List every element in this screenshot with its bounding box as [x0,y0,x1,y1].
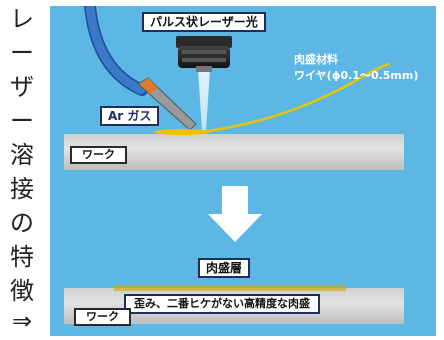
wire-material-label: 肉盛材料 ワイヤ(ϕ0.1～0.5mm) [294,52,418,84]
overlay-layer-label: 肉盛層 [198,258,251,278]
work-label-bottom: ワーク [74,308,131,326]
wire-spec: ワイヤ(ϕ0.1～0.5mm) [294,69,419,82]
result-label: 歪み、二番ヒケがない高精度な肉盛 [124,294,320,314]
wire-title: 肉盛材料 [294,53,338,66]
title-char: の [10,209,34,237]
title-char: ー [10,107,34,135]
ar-gas-label: Ar ガス [100,106,160,126]
wire-icon [199,62,391,134]
title-char: 溶 [10,141,34,169]
title-char: ⇒ [11,307,33,335]
diagram-panel: パルス状レーザー光 Ar ガス 肉盛材料 ワイヤ(ϕ0.1～0.5mm) ワーク… [50,6,436,336]
pulse-laser-label: パルス状レーザー光 [142,12,266,32]
down-arrow-icon [208,186,262,242]
deposited-layer [114,285,346,291]
laser-beam [198,70,210,130]
title-char: 接 [10,175,34,203]
title-char: ー [10,39,34,67]
title-char: 徴 [10,277,34,305]
work-label-top: ワーク [70,146,127,164]
title-char: 特 [10,243,34,271]
diagram-graphics [84,6,391,291]
gas-nozzle-icon [84,6,197,131]
title-char: レ [10,5,34,33]
title-char: ザ [10,73,34,101]
weld-bead [154,129,210,135]
laser-head-icon [176,36,232,72]
vertical-title: レ ー ザ ー 溶 接 の 特 徴 ⇒ [6,0,38,340]
